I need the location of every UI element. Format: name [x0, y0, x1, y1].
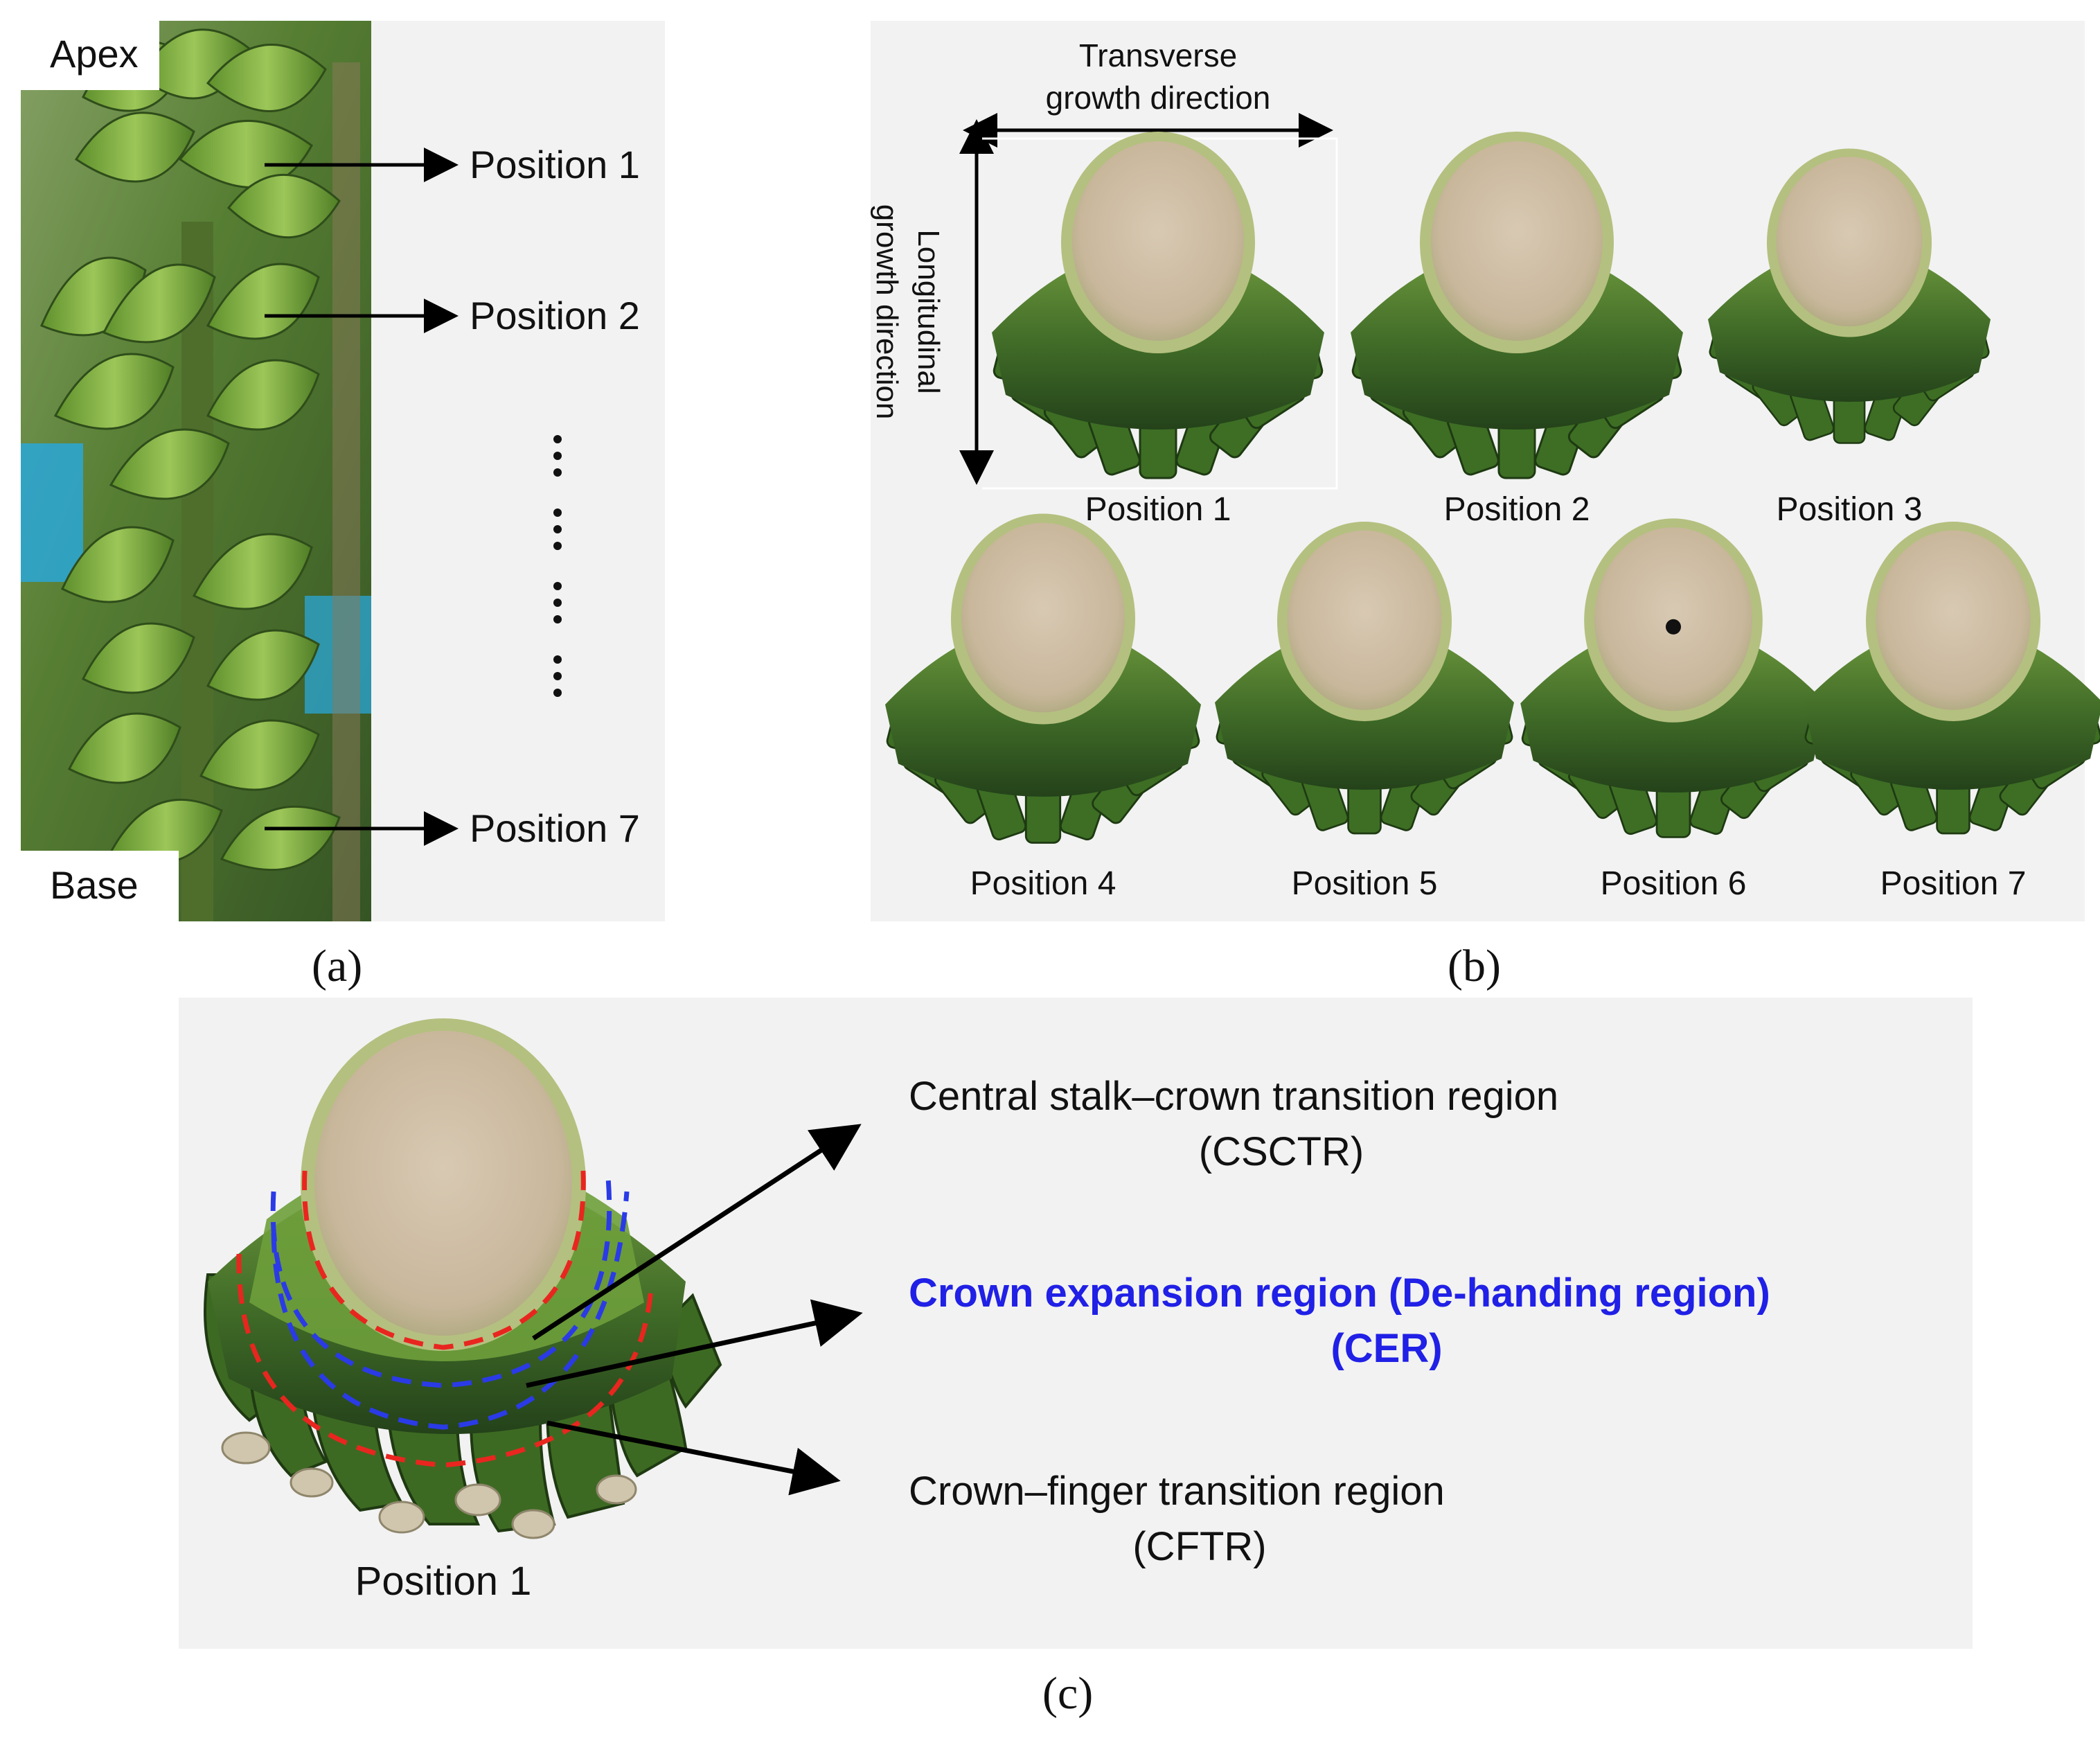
- csctr-name: Central stalk–crown transition region: [909, 1074, 1559, 1119]
- arrow-csctr: [532, 1124, 862, 1341]
- stalk-cut-face: [1876, 530, 2031, 710]
- region-boundaries: [236, 1170, 654, 1468]
- cer-name: Crown expansion region (De-handing regio…: [909, 1271, 1770, 1316]
- panel-b-position-2-label: Position 2: [1443, 491, 1590, 528]
- base-tag-box: [21, 851, 179, 921]
- panel-c-caption: (c): [1042, 1668, 1094, 1719]
- dark-spot: [1665, 619, 1682, 635]
- panel-b-position-7-label: Position 7: [1880, 865, 2027, 902]
- cftr-abbr: (CFTR): [1132, 1524, 1267, 1569]
- panel-b-caption: (b): [1448, 941, 1501, 991]
- csctr-abbr: (CSCTR): [1198, 1129, 1364, 1174]
- crown-sample-position-6: [1520, 518, 1826, 838]
- crown-sample-position-3: [1708, 148, 1991, 444]
- apex-label: Apex: [50, 32, 139, 76]
- crown-sample-position-2: [1351, 132, 1683, 479]
- ellipsis-dots: [553, 435, 562, 697]
- stalk-cut-face: [1776, 157, 1923, 327]
- panel-b-position-6-label: Position 6: [1600, 865, 1747, 902]
- crown-sample-position-5: [1215, 522, 1514, 835]
- arrow-cftr: [546, 1420, 841, 1496]
- panel-b-position-1-label: Position 1: [1085, 491, 1231, 528]
- crown-specimen-large: [204, 1018, 722, 1539]
- stalk-cut-face: [1287, 530, 1442, 710]
- crown-sample-position-7: [1803, 522, 2100, 835]
- stalk-cut-face: [1072, 141, 1244, 341]
- panel-a-position-1-label: Position 1: [470, 143, 640, 186]
- longitudinal-label-line2: growth direction: [870, 204, 904, 420]
- crown-sample-position-1: [992, 132, 1324, 479]
- panel-b-position-3-label: Position 3: [1776, 491, 1923, 528]
- cftr-boundary-red: [236, 1253, 654, 1468]
- banana-bunch-photo: [21, 21, 371, 921]
- transverse-label-line2: growth direction: [1045, 80, 1271, 116]
- panel-a-position-7-label: Position 7: [470, 806, 640, 850]
- cer-boundary-blue-inner: [270, 1177, 612, 1388]
- longitudinal-label-line1: Longitudinal: [911, 229, 945, 394]
- transverse-label-line1: Transverse: [1078, 37, 1238, 73]
- stalk-cut-face: [961, 522, 1125, 713]
- panel-c-position-1-label: Position 1: [355, 1559, 532, 1604]
- csctr-boundary-red: [302, 1170, 586, 1350]
- cer-abbr: (CER): [1331, 1326, 1443, 1371]
- panel-b-position-4-label: Position 4: [970, 865, 1116, 902]
- arrow-cer: [526, 1299, 863, 1388]
- crown-sample-position-4: [885, 513, 1201, 844]
- panel-b-position-5-label: Position 5: [1291, 865, 1438, 902]
- cftr-name: Crown–finger transition region: [909, 1469, 1445, 1514]
- panel-a-position-2-label: Position 2: [470, 294, 640, 337]
- crown-samples: [885, 132, 2100, 844]
- stalk-cut-face: [1431, 141, 1603, 341]
- apex-tag-box: [21, 21, 159, 90]
- cer-boundary-blue-outer: [271, 1191, 630, 1430]
- stalk-cut-face: [1594, 527, 1753, 711]
- panel-a-caption: (a): [312, 941, 363, 991]
- base-label: Base: [50, 863, 139, 907]
